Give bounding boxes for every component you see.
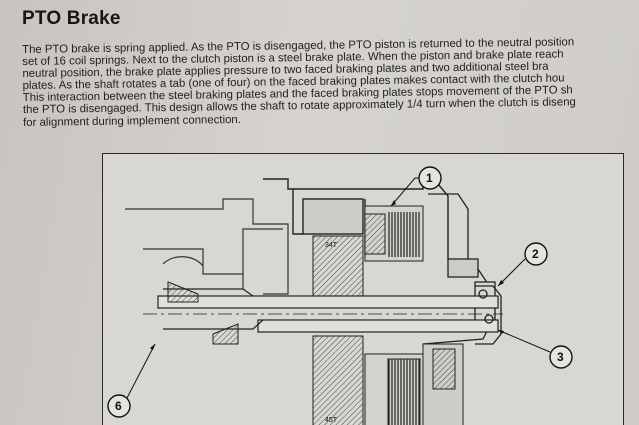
pto-shaft xyxy=(143,288,503,333)
section-title: PTO Brake xyxy=(22,8,121,29)
part-label-34t: 34T xyxy=(325,242,338,249)
section-paragraph: The PTO brake is spring applied. As the … xyxy=(22,35,639,129)
brake-end-cap xyxy=(475,285,502,345)
gear-45t xyxy=(312,335,464,425)
svg-text:3: 3 xyxy=(557,350,564,364)
callout-3: 3 xyxy=(497,329,573,369)
pto-assembly-drawing: 34T xyxy=(107,166,573,425)
clutch-pack-upper xyxy=(364,205,424,262)
housing-left xyxy=(125,198,289,295)
svg-text:1: 1 xyxy=(426,171,433,185)
svg-text:2: 2 xyxy=(532,247,539,261)
gear-34t xyxy=(312,235,364,297)
bearing xyxy=(167,281,239,345)
callout-6: 6 xyxy=(107,343,156,418)
pto-cutaway-figure: 34T xyxy=(102,153,624,425)
part-label-45t: 45T xyxy=(325,417,338,424)
callout-1: 1 xyxy=(390,166,442,207)
callout-2: 2 xyxy=(497,242,548,287)
svg-text:6: 6 xyxy=(115,399,122,413)
